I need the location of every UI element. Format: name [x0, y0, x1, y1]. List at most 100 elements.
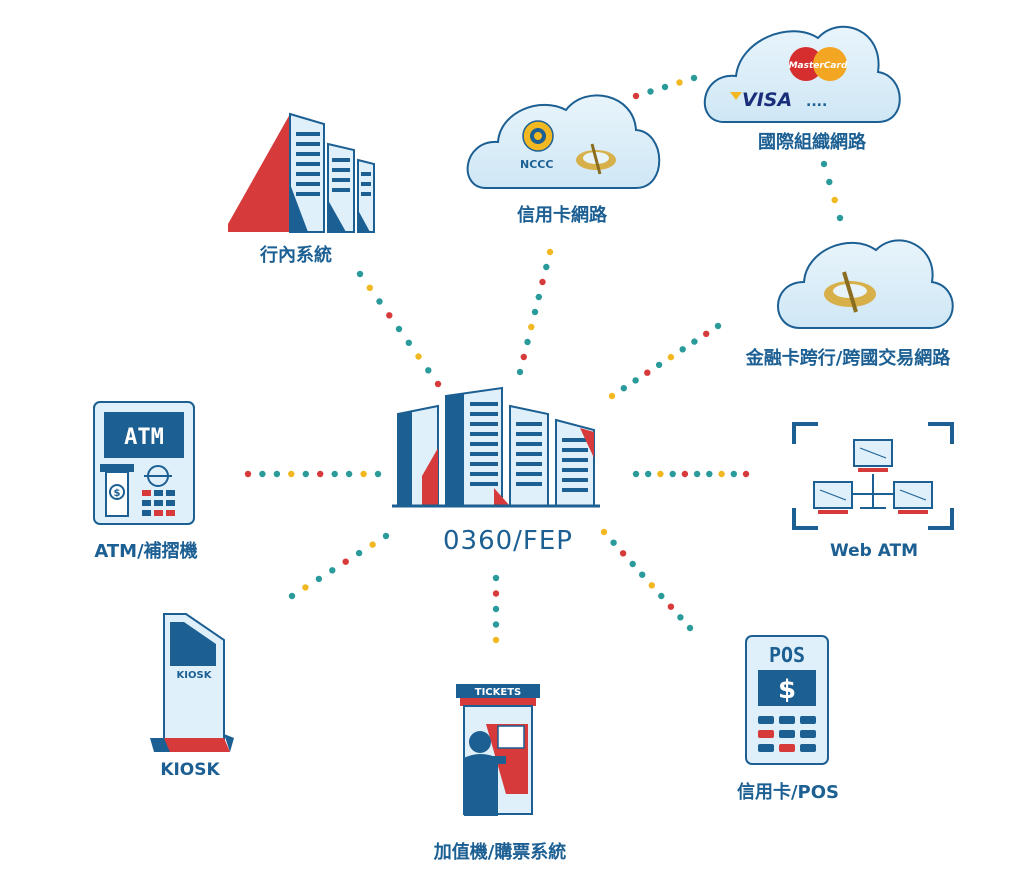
connector-dot — [345, 470, 353, 478]
connector-dot — [669, 470, 676, 478]
connector-dot — [259, 470, 266, 478]
connector-dot — [644, 369, 651, 376]
ticket-label: 加值機/購票系統 — [433, 842, 567, 863]
bank-system-label: 行內系統 — [260, 245, 332, 266]
connector-dot — [703, 330, 710, 337]
fep-server-icon — [392, 386, 600, 508]
connector-dot — [356, 270, 364, 278]
connector-dot — [681, 470, 689, 478]
connector-dot — [539, 278, 546, 286]
international-network-cloud: MasterCard VISA .... — [703, 25, 901, 123]
connector-dot — [317, 470, 324, 478]
connector-dot — [619, 550, 627, 557]
connector-dot — [620, 385, 627, 392]
connector-dot — [288, 592, 296, 600]
connector-dot — [434, 380, 442, 388]
connector-dot — [658, 592, 665, 600]
mastercard-logo-icon: MasterCard — [789, 47, 848, 81]
connector-dot — [820, 160, 828, 168]
connector-dot — [520, 353, 527, 361]
connector-dot — [302, 470, 309, 478]
connector-dot — [342, 558, 349, 565]
connector-dot — [531, 308, 539, 316]
connector-dot — [405, 339, 412, 346]
connector-dot — [492, 574, 500, 582]
connector-dot — [315, 575, 323, 583]
connector-dot — [376, 298, 383, 305]
atm-label: ATM/補摺機 — [94, 541, 198, 562]
mastercard-text: MasterCard — [789, 61, 848, 71]
connector-dot — [679, 346, 686, 353]
atm-screen-text: ATM — [124, 425, 164, 450]
connector-dot — [528, 323, 535, 331]
computer-icon — [853, 439, 893, 472]
connector-lines — [244, 74, 844, 644]
credit-network-label: 信用卡網路 — [517, 205, 607, 226]
connector-dot — [492, 621, 500, 628]
connector-dot — [690, 74, 698, 82]
connector-dot — [492, 636, 500, 644]
connector-dot — [610, 539, 617, 546]
connector-dot — [524, 338, 531, 346]
connector-dot — [329, 567, 336, 574]
computer-icon — [813, 481, 853, 514]
connector-dot — [395, 325, 403, 333]
svg-text:$: $ — [114, 488, 121, 499]
connector-dot — [648, 582, 655, 589]
connector-dot — [677, 614, 684, 621]
connector-dot — [516, 368, 524, 376]
fisc-logo-icon — [824, 271, 876, 313]
kiosk-icon: KIOSK — [150, 613, 234, 752]
connector-dot — [661, 83, 669, 91]
fep-label: 0360/FEP — [443, 526, 573, 556]
connector-dot — [632, 377, 639, 384]
interbank-network-label: 金融卡跨行/跨國交易網路 — [745, 348, 951, 369]
connector-dot — [369, 541, 376, 548]
connector-dot — [600, 528, 608, 536]
connector-dot — [543, 263, 550, 271]
connector-dot — [425, 367, 432, 374]
visa-text: VISA — [742, 89, 792, 111]
connector-dot — [608, 392, 616, 400]
connector-dot — [639, 571, 646, 578]
kiosk-label: KIOSK — [160, 760, 220, 780]
connector-dot — [676, 79, 683, 86]
connector-dot — [826, 178, 833, 186]
connector-dot — [366, 284, 373, 291]
connector-dot — [691, 338, 698, 345]
ticket-machine-icon: TICKETS — [456, 684, 540, 816]
connector-dot — [360, 470, 367, 478]
connector-dot — [836, 214, 844, 222]
more-text: .... — [806, 94, 827, 110]
connector-dot — [302, 584, 309, 591]
connector-dot — [492, 605, 500, 613]
web-atm-label: Web ATM — [829, 541, 919, 561]
connector-dot — [730, 470, 737, 478]
connector-dot — [546, 248, 554, 256]
svg-text:$: $ — [778, 675, 796, 705]
connector-dot — [331, 470, 338, 478]
pos-label: 信用卡/POS — [736, 782, 840, 803]
pos-terminal-icon: POS $ — [745, 635, 829, 765]
web-atm-icon — [792, 422, 954, 530]
connector-dot — [632, 92, 640, 100]
connector-dot — [386, 312, 393, 319]
bank-building-icon — [228, 112, 375, 233]
atm-machine-icon: ATM $ — [93, 401, 195, 525]
connector-dot — [632, 470, 640, 478]
connector-dot — [374, 470, 382, 478]
connector-dot — [742, 470, 750, 478]
fisc-logo-icon — [576, 143, 616, 175]
interbank-network-cloud — [777, 239, 954, 329]
connector-dot — [693, 470, 701, 478]
computer-icon — [893, 481, 933, 514]
connector-dot — [718, 470, 725, 478]
credit-card-network-cloud: NCCC — [466, 94, 661, 189]
connector-dot — [831, 196, 838, 204]
connector-dot — [655, 361, 663, 369]
connector-dot — [244, 470, 252, 478]
connector-dot — [714, 322, 722, 330]
connector-dot — [647, 88, 654, 95]
connector-dot — [382, 532, 390, 540]
